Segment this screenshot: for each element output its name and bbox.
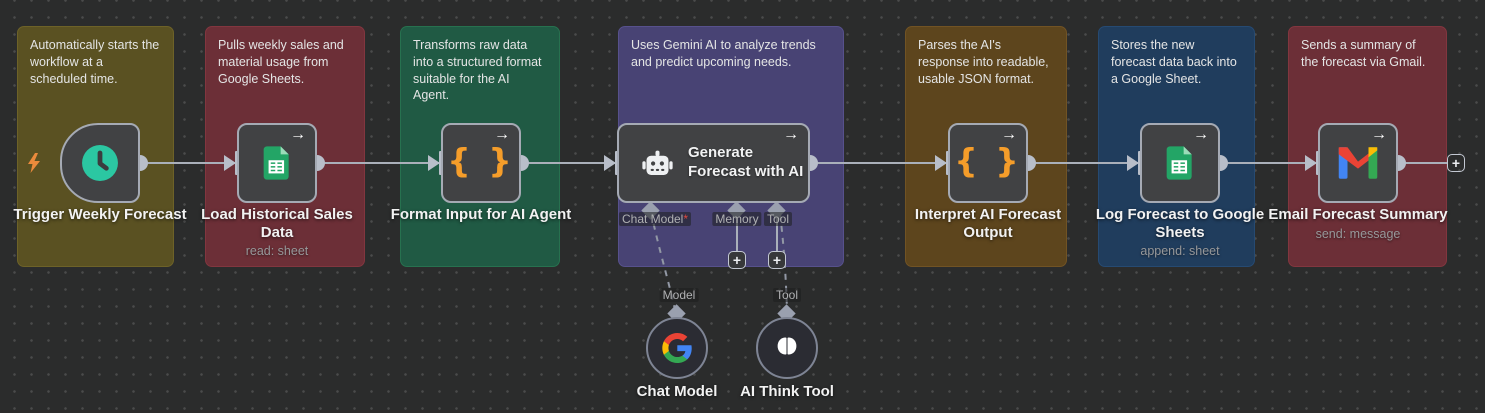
node-label-chat-model: Chat Model bbox=[637, 383, 718, 401]
node-chat-model[interactable] bbox=[646, 317, 708, 379]
google-sheets-icon bbox=[263, 146, 289, 180]
google-sheets-icon bbox=[1166, 146, 1192, 180]
chat-model-port-label: Chat Model* bbox=[618, 212, 692, 226]
node-title: Email Forecast Summary bbox=[1268, 206, 1448, 223]
tool-sub-port-label: Tool bbox=[772, 288, 802, 302]
robot-icon bbox=[642, 150, 673, 175]
sticky-text: Sends a summary of the forecast via Gmai… bbox=[1301, 38, 1426, 69]
node-label-trigger: Trigger Weekly Forecast bbox=[13, 206, 186, 224]
brain-icon bbox=[777, 337, 797, 355]
sticky-text: Stores the new forecast data back into a… bbox=[1111, 38, 1237, 86]
node-title: Log Forecast to Google Sheets bbox=[1095, 206, 1265, 241]
add-memory-button[interactable]: + bbox=[728, 251, 746, 269]
node-log-forecast-to-google-sheets[interactable]: → bbox=[1140, 123, 1220, 203]
node-label-interpret: Interpret AI Forecast Output bbox=[903, 206, 1073, 241]
tool-port-label: Tool bbox=[763, 212, 793, 226]
code-braces-icon: { } bbox=[954, 140, 1022, 180]
trigger-bolt-icon bbox=[28, 153, 40, 173]
node-title: Generate Forecast with AI bbox=[688, 144, 804, 180]
sticky-note-load[interactable]: Pulls weekly sales and material usage fr… bbox=[205, 26, 365, 267]
node-label-format: Format Input for AI Agent bbox=[391, 206, 572, 224]
clock-icon bbox=[82, 145, 118, 181]
node-title: Chat Model bbox=[636, 383, 718, 400]
node-email-forecast-summary[interactable]: → bbox=[1318, 123, 1398, 203]
memory-port-label: Memory bbox=[712, 212, 762, 226]
node-load-historical-sales-data[interactable]: → bbox=[237, 123, 317, 203]
node-label-email: Email Forecast Summary send: message bbox=[1268, 206, 1447, 241]
node-run-arrow-icon: → bbox=[1371, 126, 1387, 143]
node-run-arrow-icon: → bbox=[783, 126, 799, 143]
sticky-text: Parses the AI's response into readable, … bbox=[918, 38, 1049, 86]
model-port-label: Model bbox=[659, 288, 699, 302]
node-format-input-for-ai-agent[interactable]: → { } bbox=[441, 123, 521, 203]
sticky-note-trigger[interactable]: Automatically starts the workflow at a s… bbox=[17, 26, 174, 267]
sticky-text: Uses Gemini AI to analyze trends and pre… bbox=[631, 38, 816, 69]
node-run-arrow-icon: → bbox=[1001, 126, 1017, 143]
node-label-load: Load Historical Sales Data read: sheet bbox=[198, 206, 356, 258]
code-braces-icon: { } bbox=[447, 140, 515, 180]
add-node-button[interactable]: + bbox=[1447, 154, 1465, 172]
node-ai-think-tool[interactable] bbox=[756, 317, 818, 379]
node-title: Interpret AI Forecast Output bbox=[914, 206, 1062, 241]
add-tool-button[interactable]: + bbox=[768, 251, 786, 269]
node-title: Trigger Weekly Forecast bbox=[13, 206, 187, 223]
node-label-log: Log Forecast to Google Sheets append: sh… bbox=[1090, 206, 1270, 258]
sticky-text: Pulls weekly sales and material usage fr… bbox=[218, 38, 344, 86]
node-run-arrow-icon: → bbox=[1193, 126, 1209, 143]
node-subtitle: send: message bbox=[1315, 226, 1401, 241]
node-subtitle: read: sheet bbox=[245, 244, 309, 259]
node-run-arrow-icon: → bbox=[494, 126, 510, 143]
node-trigger-weekly-forecast[interactable] bbox=[60, 123, 140, 203]
node-title: Format Input for AI Agent bbox=[390, 206, 572, 223]
sticky-text: Transforms raw data into a structured fo… bbox=[413, 38, 542, 103]
node-label-think-tool: AI Think Tool bbox=[740, 383, 834, 401]
node-title: Load Historical Sales Data bbox=[201, 206, 353, 241]
required-marker: * bbox=[683, 212, 689, 226]
node-interpret-ai-forecast-output[interactable]: → { } bbox=[948, 123, 1028, 203]
sticky-text: Automatically starts the workflow at a s… bbox=[30, 38, 160, 86]
node-subtitle: append: sheet bbox=[1140, 244, 1220, 259]
node-run-arrow-icon: → bbox=[290, 126, 306, 143]
google-g-icon bbox=[662, 333, 692, 363]
node-generate-forecast-with-ai[interactable]: → Generate Forecast with AI bbox=[617, 123, 810, 203]
node-title: AI Think Tool bbox=[740, 383, 834, 400]
gmail-icon bbox=[1338, 147, 1378, 179]
